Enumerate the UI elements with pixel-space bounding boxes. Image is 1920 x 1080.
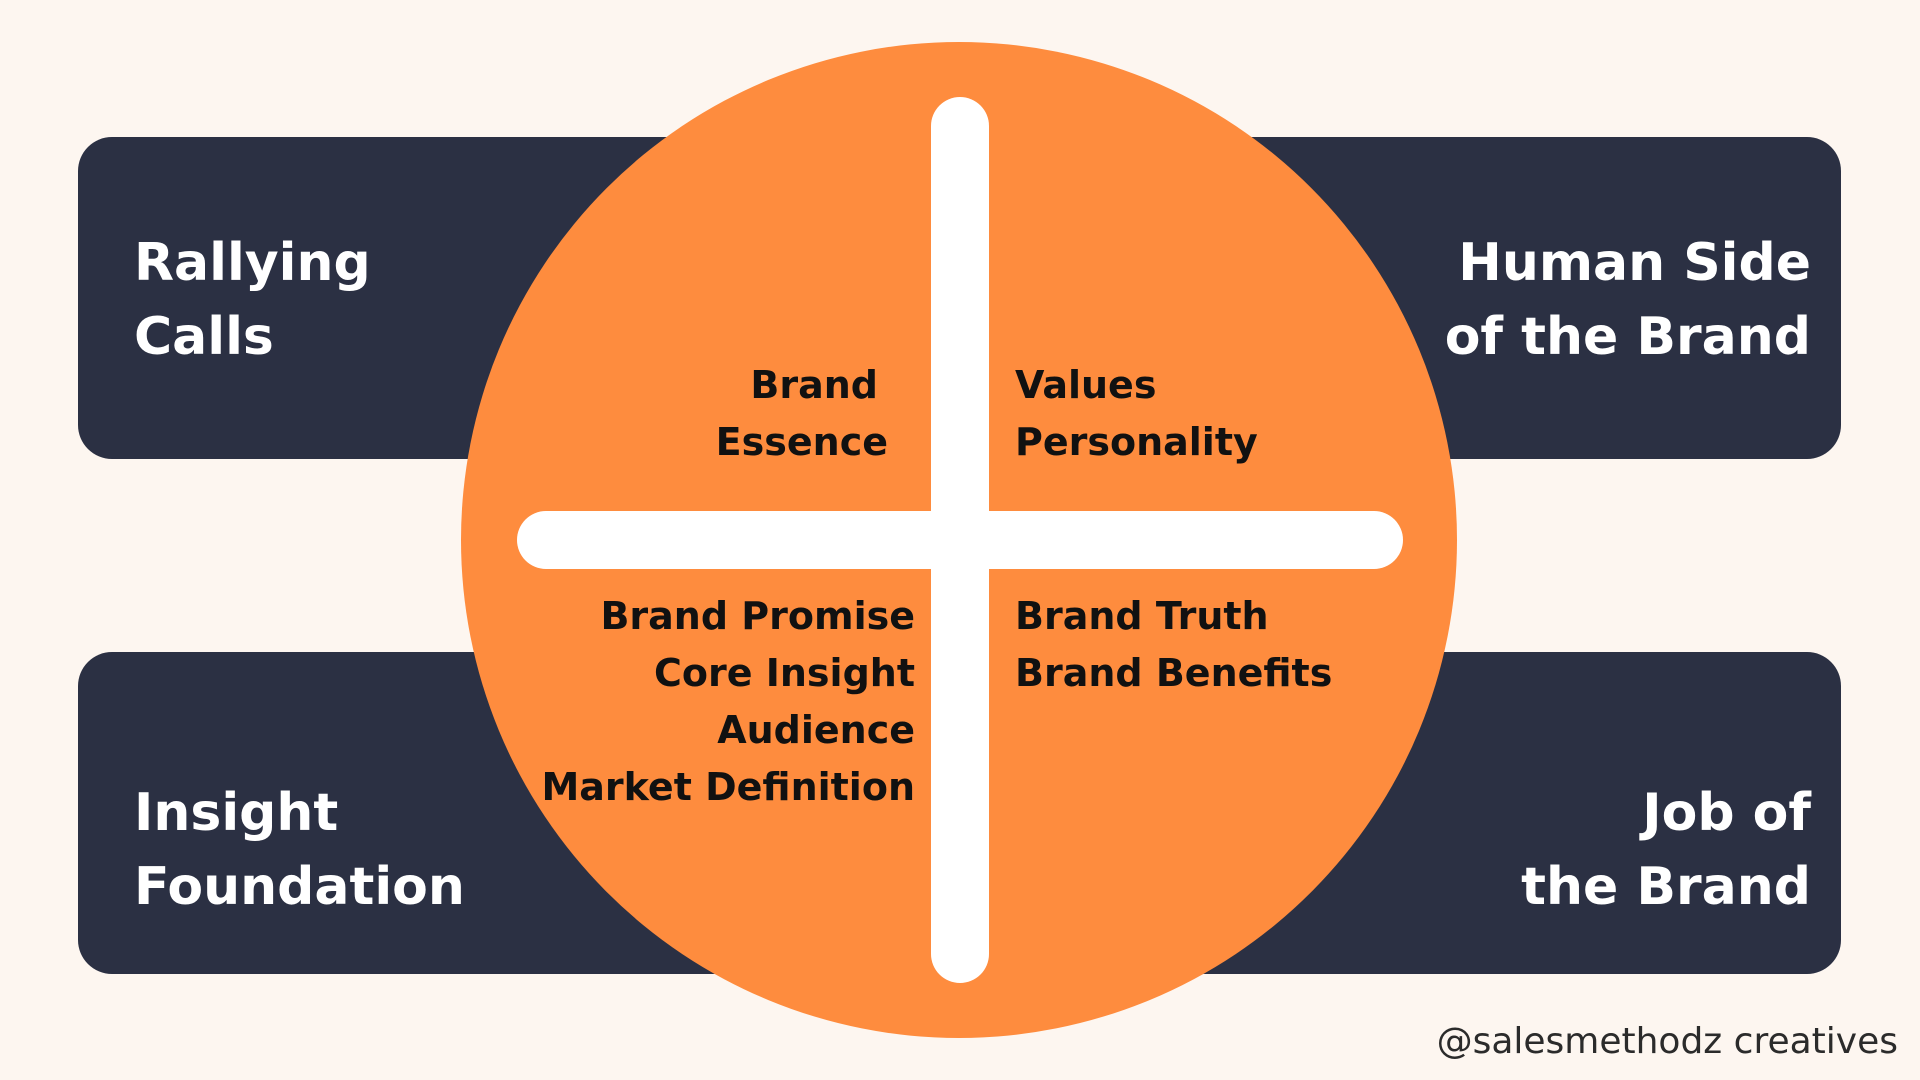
- insight-foundation-label: Insight Foundation: [134, 783, 465, 917]
- quadrant-item: Personality: [1015, 420, 1258, 464]
- quadrant-bottom-right: Brand Truth Brand Benefits: [1015, 588, 1332, 702]
- quadrant-item: Brand: [750, 363, 878, 407]
- job-of-brand-label: Job of the Brand: [1521, 783, 1811, 917]
- quadrant-top-left: Brand Essence: [716, 357, 888, 471]
- quadrant-item: Market Definition: [541, 765, 915, 809]
- quadrant-item: Values: [1015, 363, 1157, 407]
- quadrant-item: Brand Promise: [600, 594, 915, 638]
- rallying-calls-label: Rallying Calls: [134, 233, 371, 367]
- quadrant-item: Core Insight: [654, 651, 915, 695]
- cross-horizontal-bar: [517, 511, 1403, 569]
- quadrant-top-right: Values Personality: [1015, 357, 1258, 471]
- credit-text: @salesmethodz creatives: [1436, 1021, 1898, 1062]
- quadrant-item: Brand Benefits: [1015, 651, 1333, 695]
- quadrant-item: Audience: [717, 708, 915, 752]
- quadrant-item: Essence: [715, 420, 888, 464]
- quadrant-item: Brand Truth: [1015, 594, 1269, 638]
- quadrant-bottom-left: Brand Promise Core Insight Audience Mark…: [541, 588, 915, 816]
- human-side-label: Human Side of the Brand: [1444, 233, 1811, 367]
